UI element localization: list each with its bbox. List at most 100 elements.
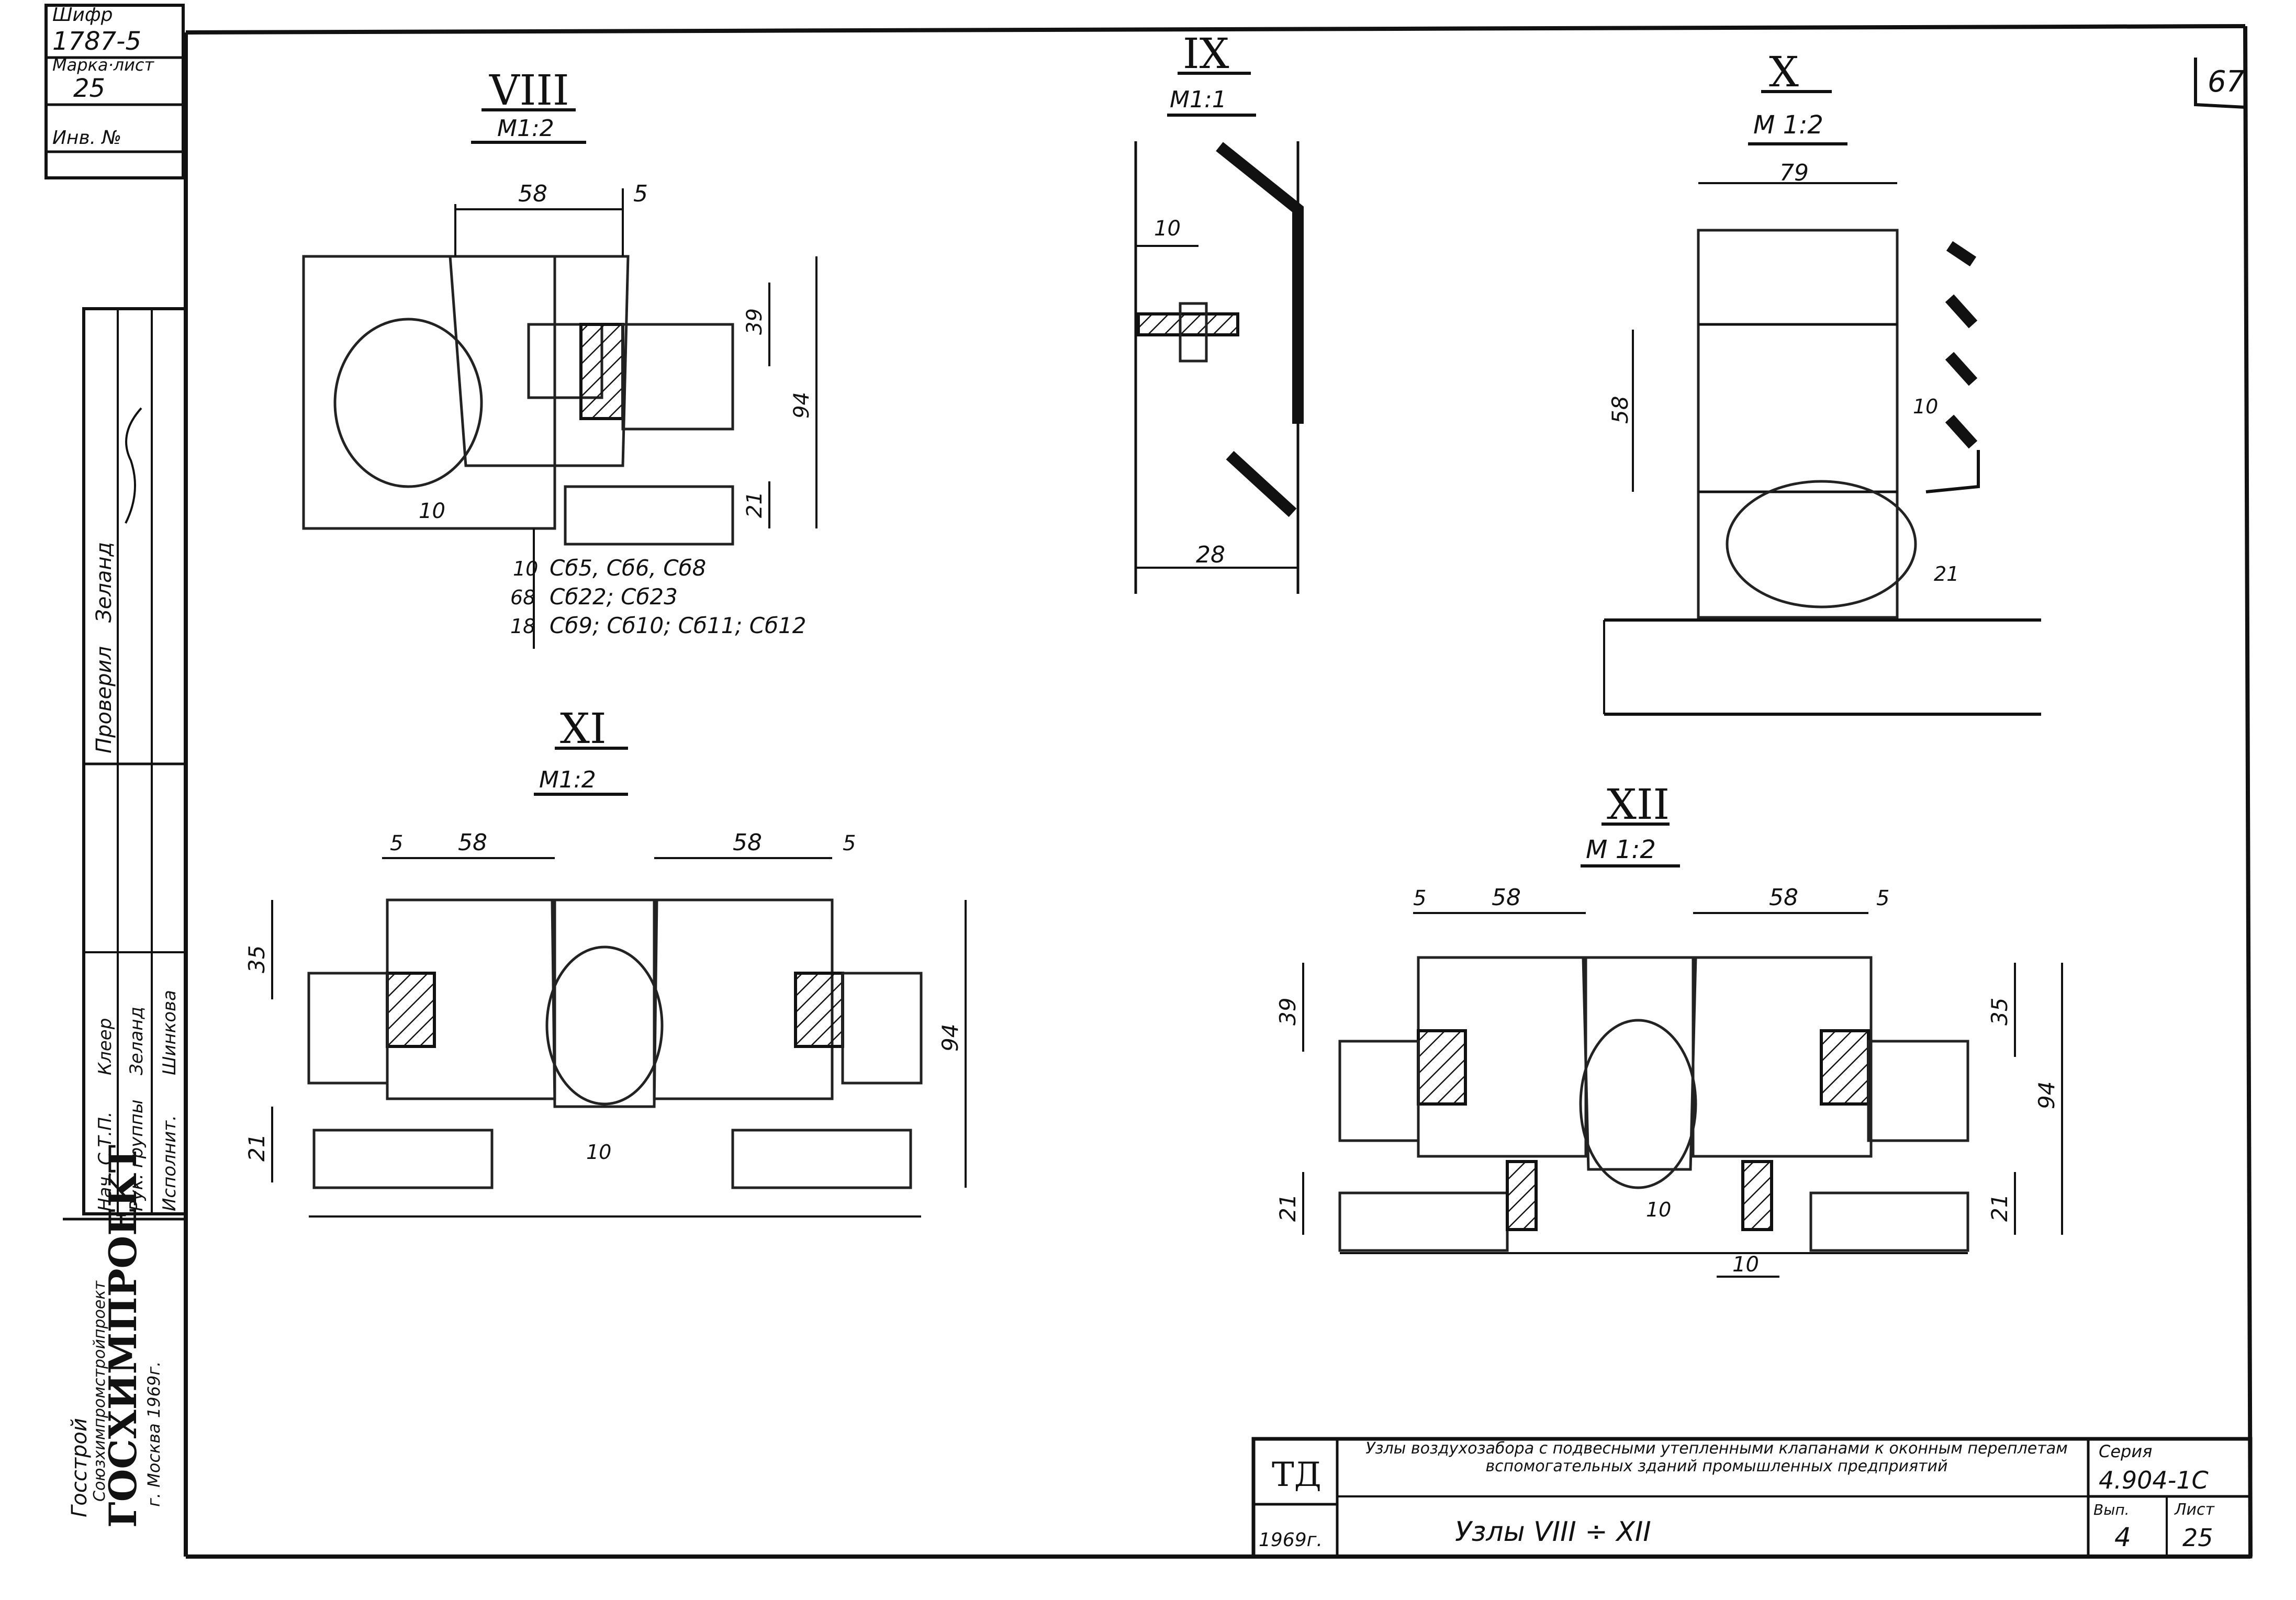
xii-left-lower: [1338, 1191, 1509, 1252]
xi-dim-35: 35: [244, 945, 270, 973]
mark-sheet-value: 25: [73, 74, 105, 103]
xi-right-sash: [841, 972, 923, 1085]
viii-dim-58: 58: [518, 181, 547, 207]
xii-right-profile: [1820, 1029, 1870, 1106]
xii-dim-94: 94: [2034, 1081, 2059, 1109]
xii-right-lower: [1809, 1191, 1969, 1252]
viii-dim-21: 21: [743, 491, 767, 518]
ix-bent-plate: [1216, 142, 1304, 424]
xi-center-wedge: [551, 898, 658, 1108]
detail-xii-numeral: XII: [1607, 780, 1670, 829]
viii-note-2: Сб22; Сб23: [550, 584, 678, 610]
xii-dim-21b: 21: [1987, 1194, 2012, 1222]
detail-ix-scale: М1:1: [1170, 86, 1227, 113]
detail-x: X М 1:2 79 58 10 21: [1603, 48, 2041, 716]
tb-sheet-label: Лист: [2174, 1501, 2215, 1519]
viii-dim-18: 18: [510, 615, 535, 638]
detail-ix: IX М1:1 10 28: [1134, 29, 1304, 594]
detail-viii-numeral: VIII: [489, 66, 569, 115]
signature-strip: Проверил Зеланд Нач. С.Т.П. Рук. группы …: [82, 307, 187, 1215]
detail-x-scale: М 1:2: [1753, 110, 1823, 140]
xii-center-wedge: [1582, 956, 1697, 1171]
inv-label: Инв. №: [52, 127, 121, 149]
mark-sheet-label: Марка·лист: [52, 55, 154, 75]
name-3: Шинкова: [159, 990, 180, 1075]
tb-description: Узлы воздухозабора с подвесными утепленн…: [1365, 1440, 2068, 1475]
xii-dim-5b: 5: [1876, 886, 1889, 910]
tb-code: ТД: [1272, 1456, 1321, 1494]
detail-xi-numeral: XI: [560, 704, 607, 753]
x-frame: [1697, 229, 1899, 619]
xii-dim-5a: 5: [1413, 886, 1426, 910]
xii-dim-58b: 58: [1769, 884, 1798, 911]
detail-x-numeral: X: [1769, 48, 1799, 96]
cipher-label: Шифр: [52, 4, 113, 26]
viii-profile: [579, 323, 624, 420]
tb-year: 1969г.: [1259, 1529, 1323, 1551]
xi-left-profile: [386, 972, 436, 1048]
ix-bolt: [1179, 302, 1208, 363]
org-name: ГОСХИМПРОЕКТ: [100, 1145, 145, 1528]
viii-dim-10a: 10: [419, 499, 445, 523]
checked-role: Проверил: [92, 646, 116, 753]
org-line-1: Госстрой: [68, 1418, 92, 1517]
xii-dim-35: 35: [1987, 998, 2012, 1026]
xii-dim-10a: 10: [1646, 1198, 1671, 1221]
x-grain: [1726, 480, 1917, 609]
xi-dim-5b: 5: [843, 831, 856, 855]
ix-lower-plate: [1226, 450, 1297, 517]
tb-issue-label: Вып.: [2093, 1501, 2130, 1518]
tb-series-label: Серия: [2099, 1441, 2152, 1461]
xi-left-sash: [307, 972, 389, 1085]
name-2: Зеланд: [126, 1007, 147, 1075]
xi-left-lower: [312, 1129, 494, 1189]
xii-right-seal: [1741, 1160, 1773, 1231]
x-dim-79: 79: [1779, 160, 1809, 186]
viii-dim-5: 5: [633, 181, 648, 207]
xii-dim-21a: 21: [1275, 1194, 1301, 1222]
tb-nodes: Узлы VIII ÷ XII: [1455, 1516, 1651, 1548]
xi-dim-94: 94: [937, 1024, 963, 1052]
xi-dim-10: 10: [586, 1141, 611, 1164]
viii-dim-94: 94: [790, 392, 814, 419]
cipher-stamp: Шифр 1787-5 Марка·лист 25 Инв. №: [44, 4, 185, 179]
xi-dim-58a: 58: [458, 829, 487, 856]
detail-viii: VIII М1:2 58 5 39 94 21 10 10 Сб5, Сб6, …: [302, 66, 817, 649]
ix-dim-28: 28: [1196, 542, 1225, 568]
signature-scribble: [125, 407, 142, 524]
cipher-value: 1787-5: [52, 27, 141, 56]
xii-left-seal: [1506, 1160, 1538, 1231]
detail-xii: XII М 1:2 5 58 58 5 39 35 94 21 21 10: [1275, 780, 2063, 1278]
xii-left-profile: [1417, 1029, 1467, 1106]
xii-dim-58a: 58: [1492, 884, 1521, 911]
detail-xi: XI М1:2 5 58 58 5 35 94 21 10: [244, 704, 967, 1218]
xi-grain: [545, 945, 664, 1106]
xi-dim-58b: 58: [733, 829, 762, 856]
name-1: Клеер: [95, 1018, 116, 1075]
tb-series-value: 4.904-1С: [2099, 1466, 2209, 1494]
checked-name: Зеланд: [92, 542, 116, 623]
role-1: Нач. С.Т.П.: [95, 1111, 116, 1211]
x-dim-58: 58: [1607, 396, 1633, 424]
detail-ix-numeral: IX: [1183, 29, 1229, 78]
viii-lower-sash: [564, 485, 734, 546]
viii-note-1: Сб5, Сб6, Сб8: [550, 555, 706, 581]
xii-right-sash: [1867, 1040, 1969, 1142]
xii-grain: [1579, 1019, 1697, 1189]
ix-flange: [1137, 312, 1239, 336]
viii-grain: [333, 318, 483, 488]
viii-dim-39: 39: [743, 308, 767, 335]
x-dim-21: 21: [1934, 562, 1959, 585]
xii-dim-10b: 10: [1732, 1253, 1759, 1277]
x-dim-10: 10: [1913, 395, 1938, 418]
org-line-2: Союзхимпромстройпроект: [91, 1280, 109, 1502]
xi-dim-5a: 5: [390, 831, 403, 855]
title-block: ТД 1969г. Узлы воздухозабора с подвесным…: [1251, 1437, 2253, 1559]
sheet-frame: 67: [184, 24, 2253, 1559]
org-city-year: г. Москва 1969г.: [144, 1361, 164, 1507]
viii-dim-68: 68: [510, 586, 535, 609]
corner-mark: 67: [2208, 65, 2245, 99]
role-3: Исполнит.: [159, 1115, 180, 1211]
viii-frame-block: [302, 255, 556, 530]
